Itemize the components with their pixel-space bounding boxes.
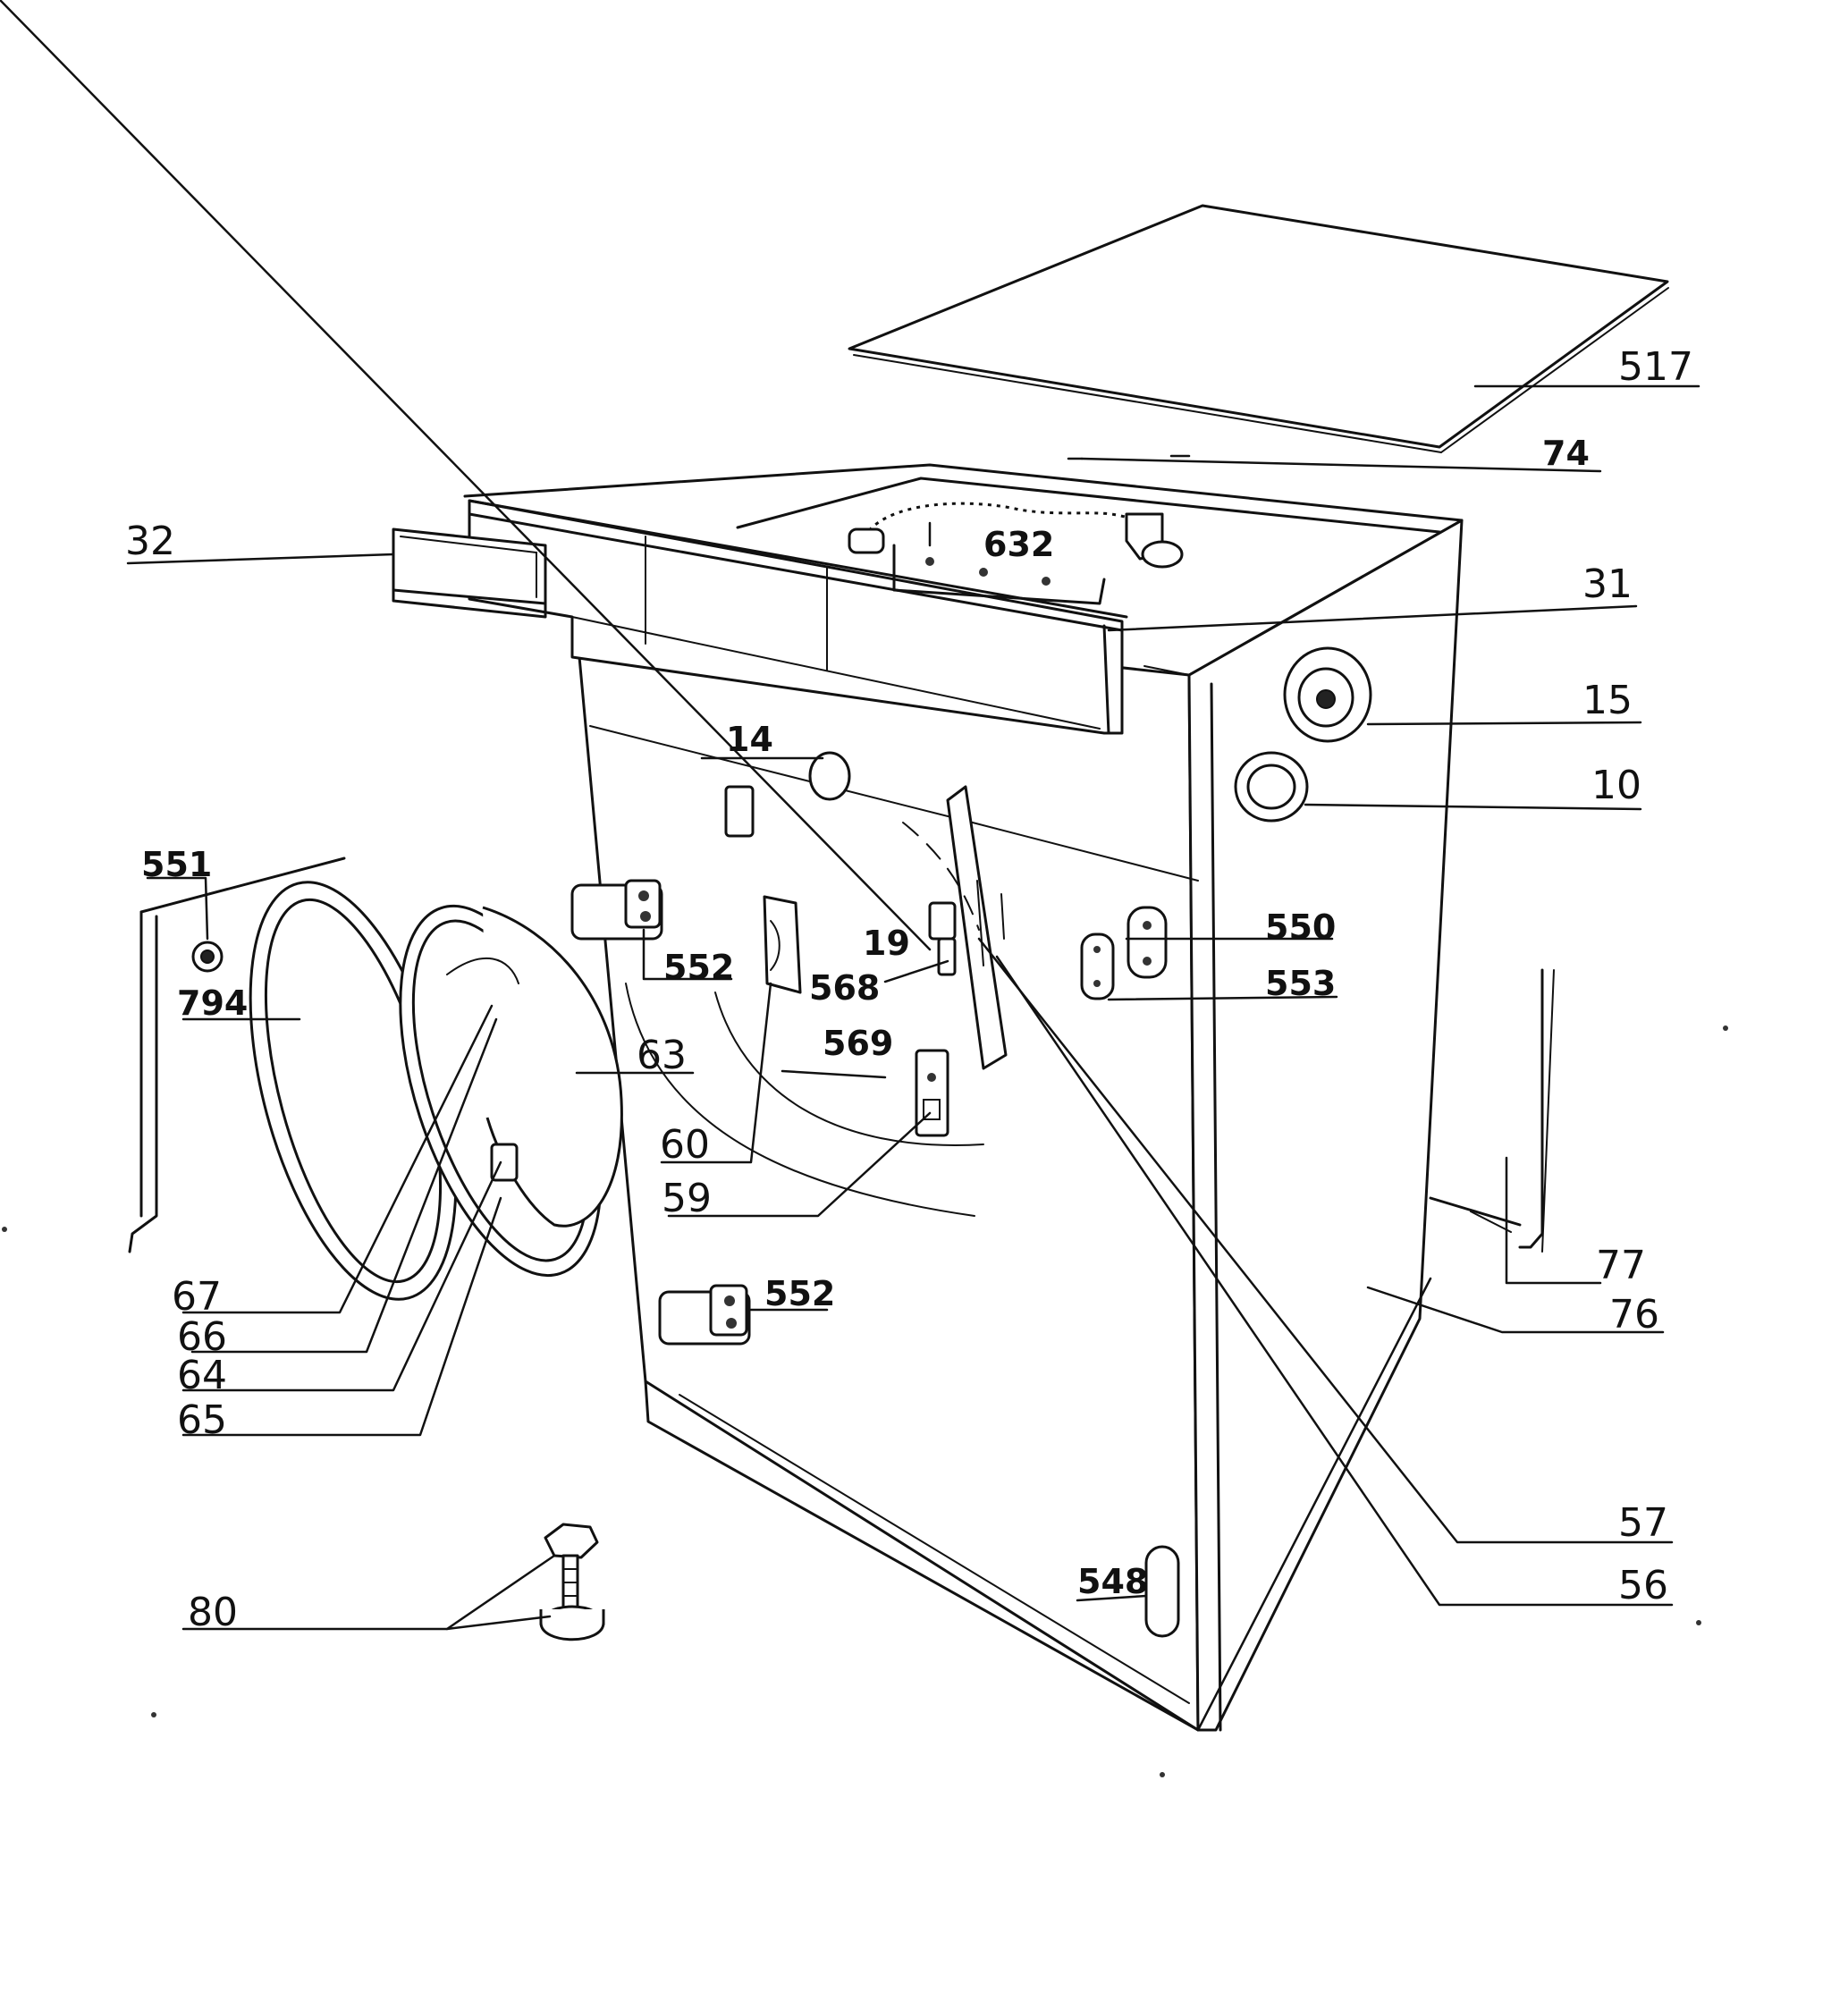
label-76: 76: [1609, 1292, 1659, 1338]
door-ring-assembly: [249, 881, 623, 1301]
latch-plate-60: [763, 895, 802, 994]
label-552-top: 552: [663, 948, 734, 987]
drum-outline: [625, 822, 984, 1217]
side-panel-77: [1429, 968, 1555, 1253]
label-63: 63: [637, 1033, 687, 1078]
hinge-552-top: [570, 879, 663, 941]
leader-lines: [0, 0, 1700, 1732]
label-548: 548: [1077, 1562, 1148, 1601]
cabinet-body-76: [463, 463, 1464, 1732]
door-panel: [128, 857, 346, 1253]
label-19: 19: [863, 924, 910, 963]
label-74: 74: [1542, 434, 1590, 473]
switch-19: [928, 901, 957, 976]
label-56: 56: [1618, 1563, 1668, 1608]
label-65: 65: [177, 1397, 227, 1443]
label-66: 66: [177, 1314, 227, 1360]
plate-553: [1080, 932, 1115, 1000]
slot-548: [1144, 1545, 1180, 1638]
top-cover-517: [848, 204, 1669, 453]
label-551: 551: [141, 845, 212, 884]
label-569: 569: [823, 1024, 893, 1063]
label-57: 57: [1618, 1500, 1668, 1546]
hose-632: [848, 500, 1184, 605]
grommet-10: [1234, 751, 1309, 823]
support-bar-57: [946, 785, 1008, 1070]
label-15: 15: [1582, 678, 1633, 723]
label-60: 60: [660, 1122, 710, 1168]
label-550: 550: [1265, 907, 1336, 947]
label-553: 553: [1265, 964, 1336, 1003]
grommet-15: [1283, 646, 1372, 743]
label-59: 59: [662, 1176, 712, 1221]
knob-14: [724, 751, 851, 838]
label-77: 77: [1596, 1243, 1646, 1288]
foot-80: [539, 1523, 605, 1641]
part-labels: 517 74 32 632 31 15 10 14 551 552 794 19…: [125, 344, 1693, 1635]
hinge-552-bottom: [658, 1284, 751, 1346]
label-14: 14: [726, 720, 773, 759]
label-80: 80: [188, 1590, 238, 1635]
label-517: 517: [1618, 344, 1693, 390]
label-31: 31: [1582, 561, 1633, 607]
scan-specks: [2, 1025, 1728, 1777]
label-32: 32: [125, 519, 175, 564]
label-794: 794: [177, 983, 248, 1023]
bracket-59: [915, 1049, 949, 1137]
plate-550: [1127, 906, 1168, 979]
label-10: 10: [1591, 763, 1641, 808]
label-568: 568: [809, 968, 880, 1008]
label-67: 67: [172, 1274, 222, 1320]
label-552-bottom: 552: [764, 1274, 835, 1313]
label-632: 632: [983, 525, 1054, 564]
left-bracket-32: [392, 527, 547, 619]
label-64: 64: [177, 1353, 227, 1398]
